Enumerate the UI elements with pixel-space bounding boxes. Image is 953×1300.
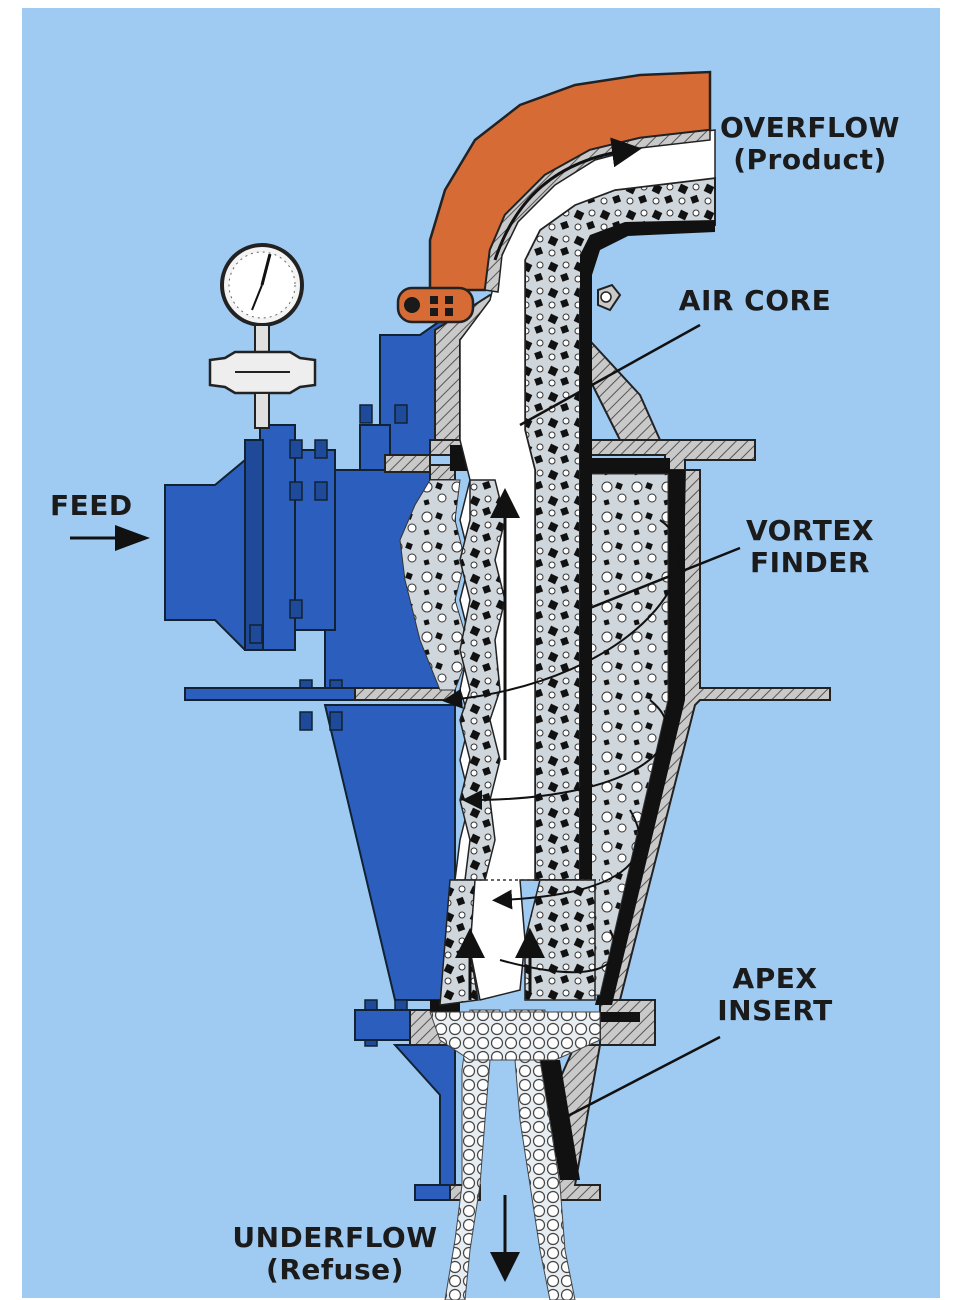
apex-insert-label-line1: APEX (700, 963, 850, 995)
underflow-label: UNDERFLOW (Refuse) (215, 1222, 455, 1286)
overflow-clamp (398, 288, 473, 322)
vortex-finder-label-line1: VORTEX (735, 515, 885, 547)
overflow-label-line2: (Product) (715, 144, 905, 176)
overflow-label-line1: OVERFLOW (715, 112, 905, 144)
vortex-finder-label: VORTEX FINDER (735, 515, 885, 579)
underflow-label-line2: (Refuse) (215, 1254, 455, 1286)
underflow-label-line1: UNDERFLOW (215, 1222, 455, 1254)
air-core-label: AIR CORE (670, 285, 840, 317)
vortex-finder-label-line2: FINDER (735, 547, 885, 579)
apex-insert-label: APEX INSERT (700, 963, 850, 1027)
apex-insert-label-line2: INSERT (700, 995, 850, 1027)
overflow-label: OVERFLOW (Product) (715, 112, 905, 176)
feed-label: FEED (50, 490, 133, 522)
